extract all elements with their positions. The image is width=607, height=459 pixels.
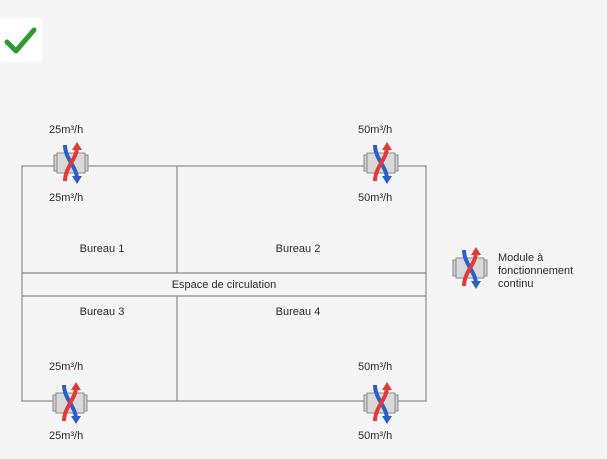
- status-check: [0, 18, 42, 62]
- module-bottom-left: [51, 380, 89, 426]
- room-label-bureau3: Bureau 3: [79, 306, 125, 318]
- room-label-bureau4: Bureau 4: [275, 306, 321, 318]
- flow-bottom-left-out: 25m³/h: [49, 430, 84, 442]
- flow-top-left-out: 25m³/h: [49, 192, 84, 204]
- flow-bottom-right-out: 50m³/h: [358, 430, 393, 442]
- room-label-bureau2: Bureau 2: [275, 243, 321, 255]
- corridor-label: Espace de circulation: [171, 279, 277, 291]
- flow-top-right-in: 50m³/h: [358, 124, 393, 136]
- room-label-bureau1: Bureau 1: [79, 243, 125, 255]
- check-icon: [4, 27, 37, 54]
- flow-bottom-right-in: 50m³/h: [358, 361, 393, 373]
- flow-bottom-left-in: 25m³/h: [49, 361, 84, 373]
- module-top-left: [52, 140, 90, 186]
- legend-label: Module à fonctionnement continu: [498, 252, 574, 290]
- flow-top-left-in: 25m³/h: [49, 124, 84, 136]
- flow-top-right-out: 50m³/h: [358, 192, 393, 204]
- heat-exchange-module-icon: [451, 245, 489, 291]
- module-top-right: [362, 140, 400, 186]
- building-outline: [21, 165, 427, 402]
- module-bottom-right: [362, 380, 400, 426]
